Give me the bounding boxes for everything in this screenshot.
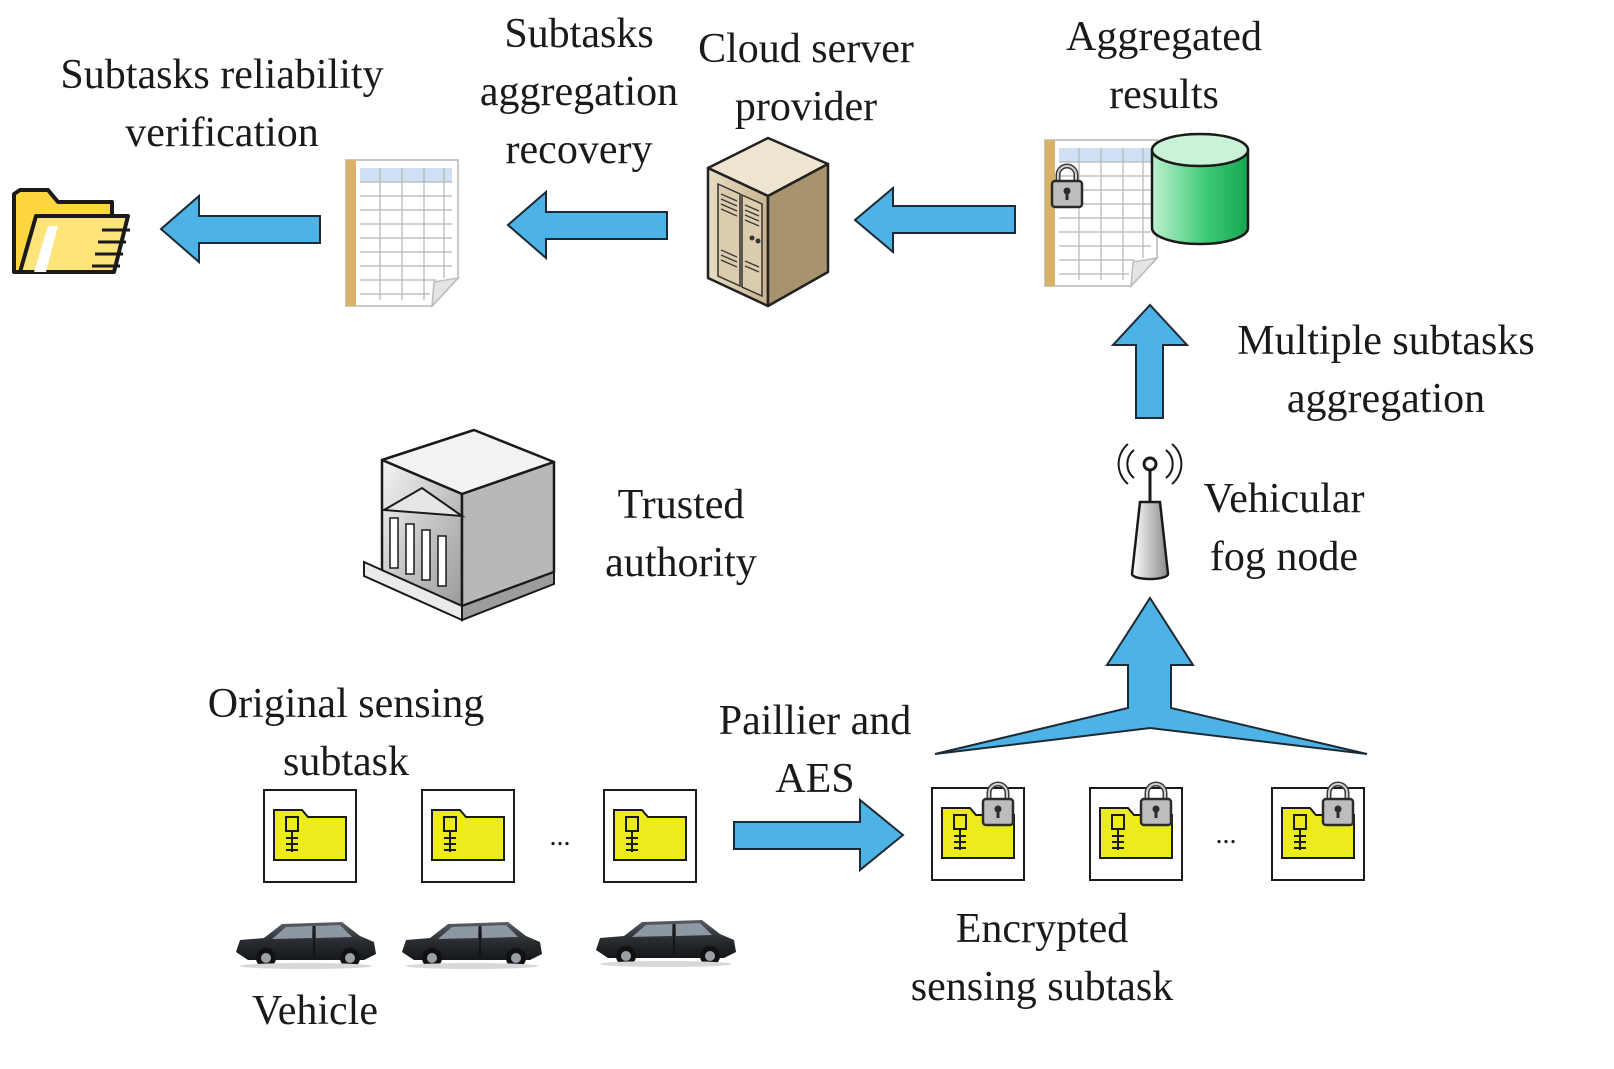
ellipsis-encrypted: ... xyxy=(1215,819,1237,850)
database-icon xyxy=(1150,132,1250,246)
antenna-icon xyxy=(1117,443,1183,581)
arrow-to-recovery xyxy=(506,189,668,261)
folder-icon xyxy=(12,188,130,274)
original-subtask-3 xyxy=(603,789,697,883)
arrow-to-aggregated-left xyxy=(853,185,1016,255)
car-icon xyxy=(401,921,543,970)
arrow-to-verification xyxy=(159,193,321,265)
spreadsheet-icon xyxy=(345,159,459,307)
arrow-fog-to-aggregated xyxy=(1110,303,1190,419)
car-icon xyxy=(235,921,377,970)
spreadsheet-icon-aggregated xyxy=(1044,139,1158,287)
original-subtask-2 xyxy=(421,789,515,883)
server-icon xyxy=(706,136,830,308)
ellipsis-original: ... xyxy=(549,821,571,852)
trusted-authority-icon xyxy=(363,428,556,622)
arrow-merge-to-fog xyxy=(934,596,1368,755)
original-subtask-1 xyxy=(263,789,357,883)
arrow-encrypt xyxy=(733,797,905,873)
label-vehicle: Vehicle xyxy=(252,988,378,1034)
car-icon xyxy=(595,919,737,968)
